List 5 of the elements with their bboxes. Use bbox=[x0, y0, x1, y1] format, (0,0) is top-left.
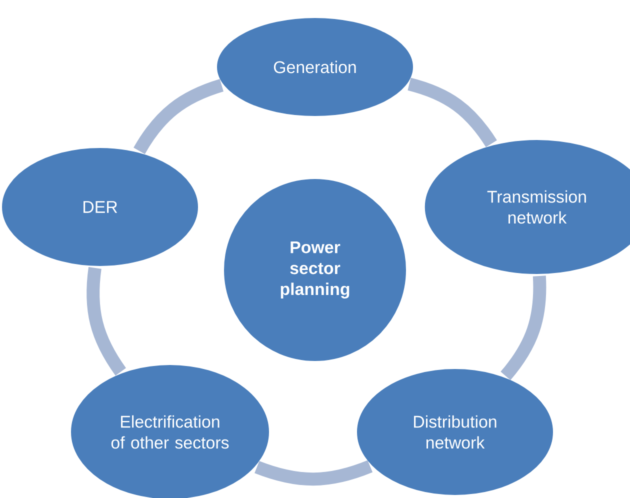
ring-arc bbox=[500, 276, 546, 380]
ring-arc bbox=[134, 79, 224, 154]
ring-arc bbox=[86, 267, 126, 376]
ring-arc bbox=[254, 460, 372, 486]
ring-arc bbox=[408, 78, 497, 148]
